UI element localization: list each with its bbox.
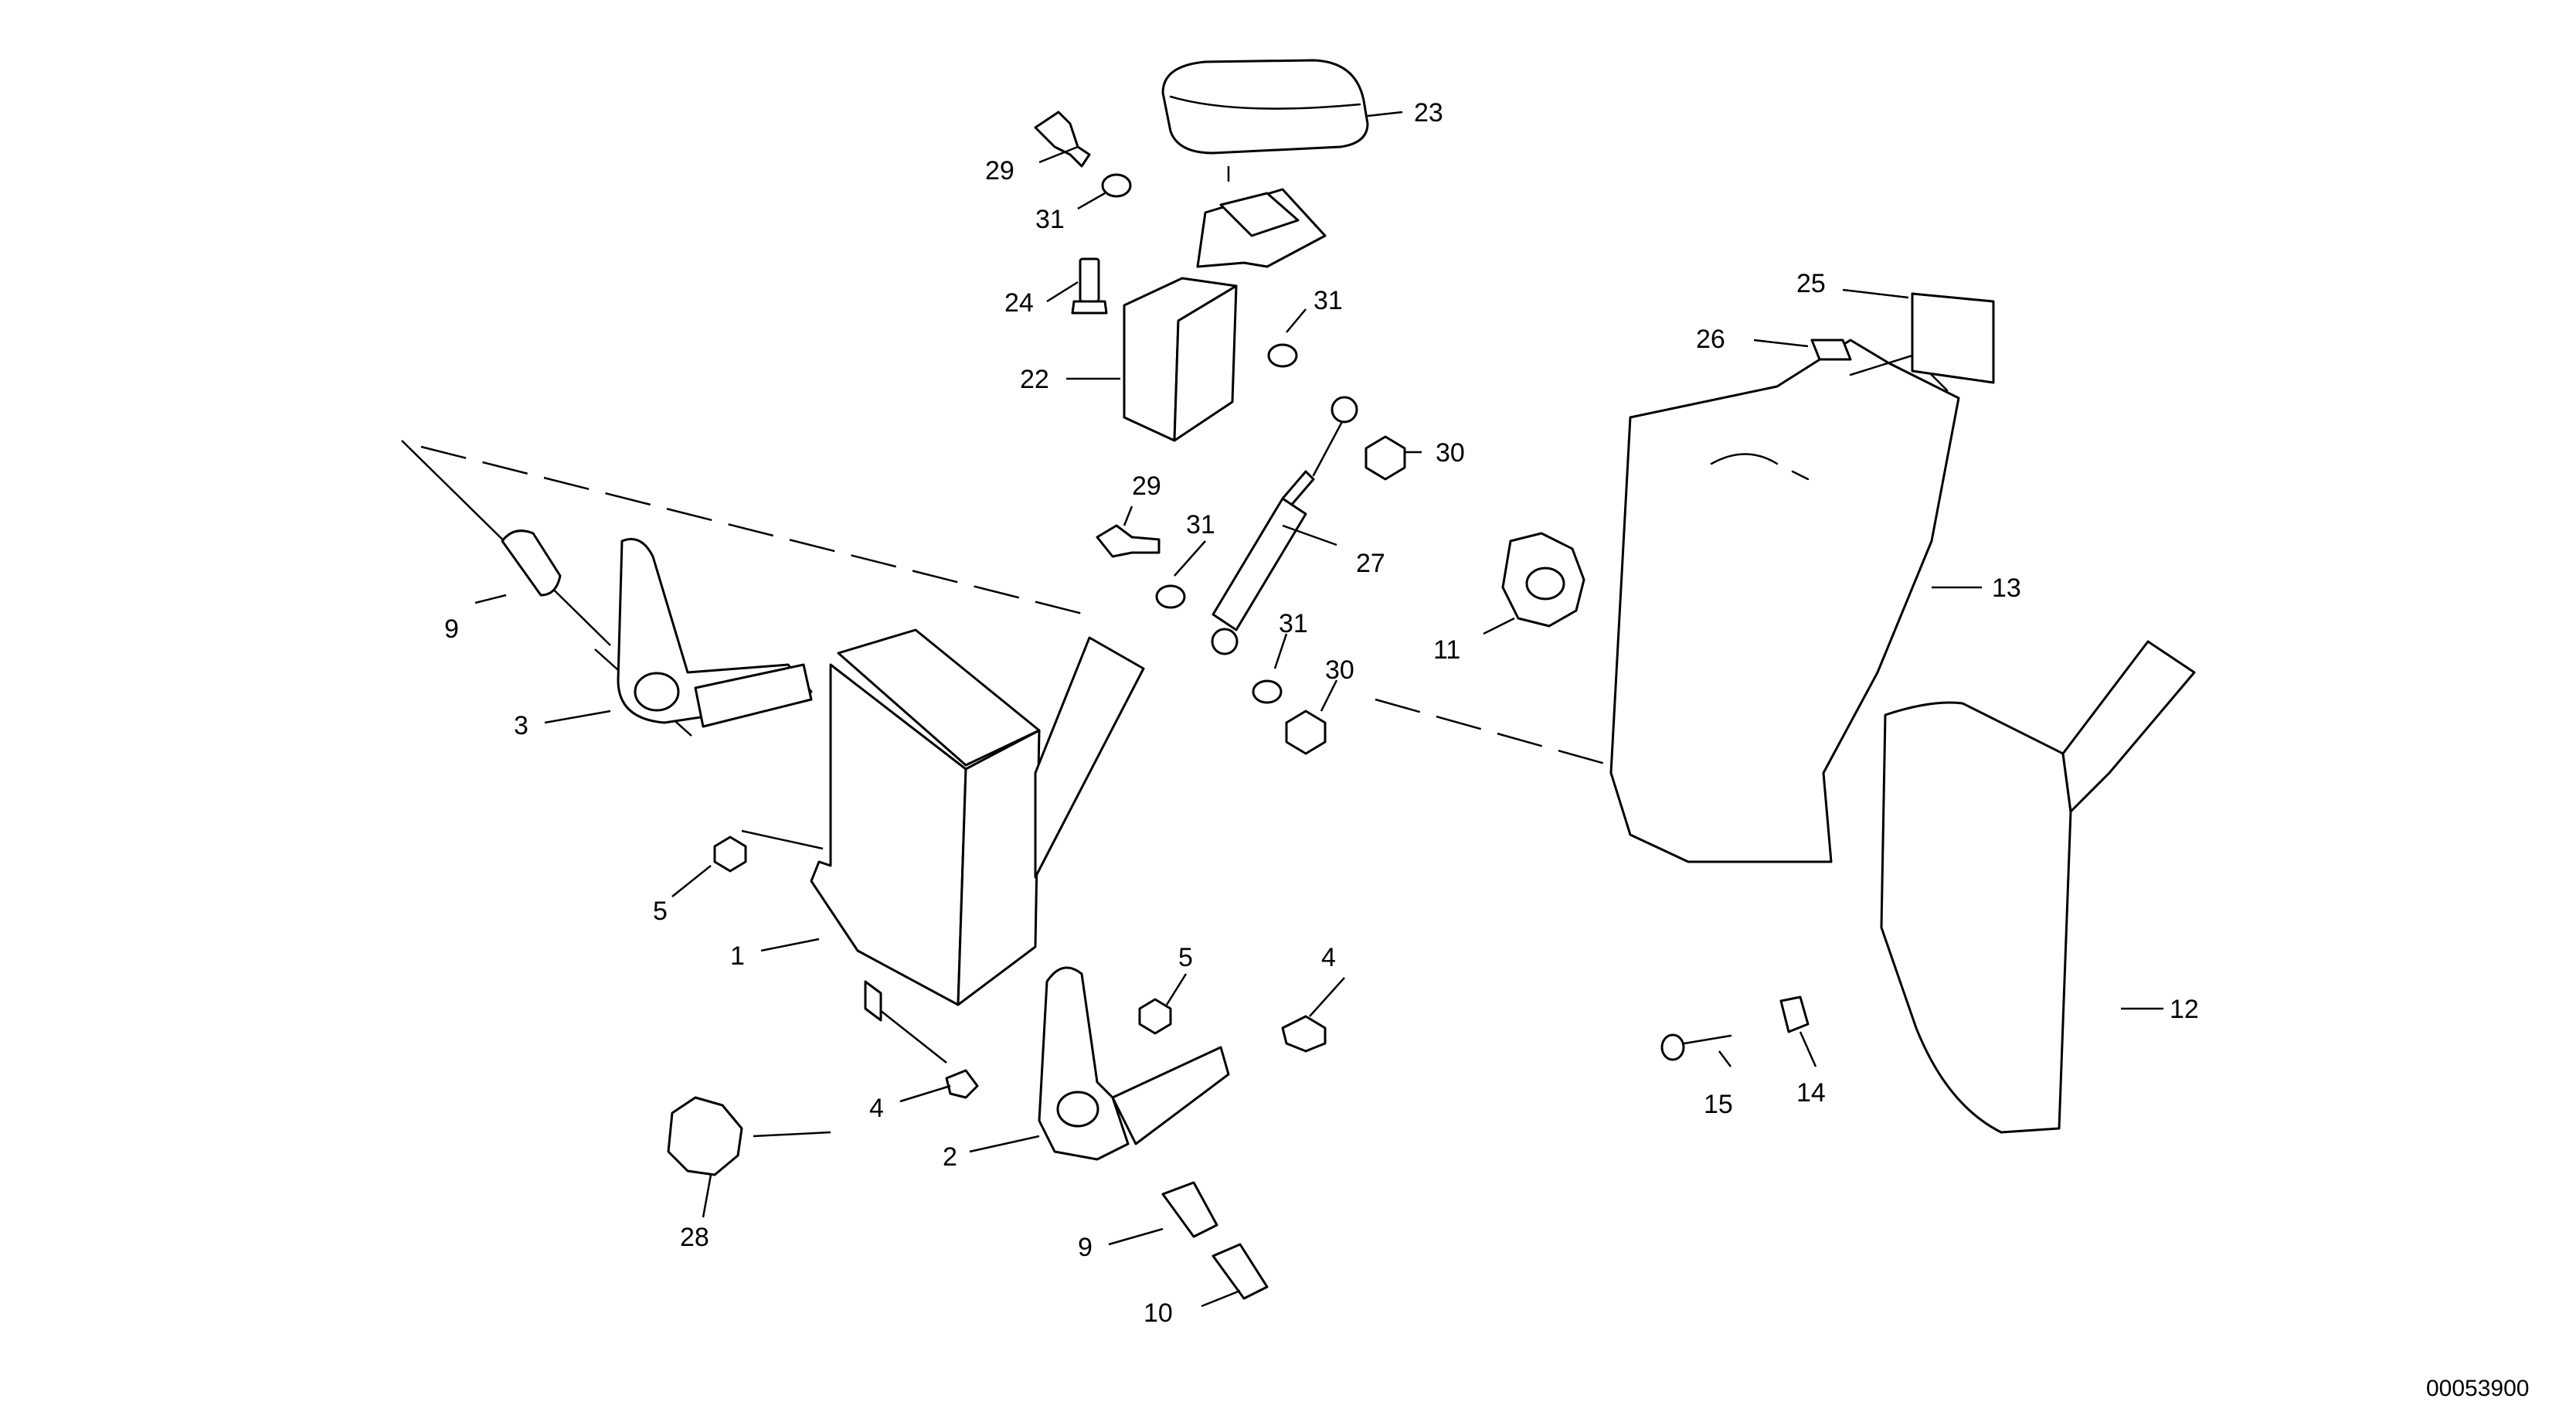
- callout-9-top: 9: [444, 614, 459, 644]
- callout-labels: 23 29 31 24 22 31 30 29 31 27 31 30 9 3 …: [444, 98, 2199, 1328]
- part-23-armrest-pad: [1161, 59, 1369, 155]
- part-26-plate: [1810, 339, 1852, 361]
- callout-4-right: 4: [1321, 943, 1336, 972]
- callout-31-c: 31: [1186, 510, 1215, 539]
- callout-14: 14: [1796, 1078, 1826, 1108]
- part-5-nut-left: [713, 836, 747, 873]
- callout-30-b: 30: [1325, 655, 1354, 685]
- part-3-bracket: [617, 538, 813, 728]
- part-25-cap: [1911, 292, 1995, 384]
- callout-24: 24: [1004, 288, 1034, 318]
- callout-31-b: 31: [1313, 286, 1343, 315]
- part-4-bolts: [945, 1015, 1327, 1099]
- part-27-gas-strut: [1211, 396, 1358, 655]
- callout-13: 13: [1992, 573, 2021, 603]
- part-2-bracket: [1038, 966, 1230, 1161]
- callout-12: 12: [2170, 995, 2199, 1024]
- part-11-knob: [1501, 532, 1585, 628]
- part-22-support-tube: [1123, 166, 1327, 442]
- part-31-spacers: [1101, 173, 1298, 704]
- callout-28: 28: [680, 1223, 709, 1252]
- part-29-bolt-middle: [1096, 524, 1161, 558]
- callout-9-bottom: 9: [1078, 1233, 1093, 1262]
- callout-2: 2: [943, 1142, 957, 1172]
- callout-1: 1: [730, 941, 745, 971]
- part-10-pin: [1212, 1243, 1269, 1300]
- callout-26: 26: [1696, 325, 1725, 354]
- callout-5-left: 5: [653, 897, 668, 926]
- part-15-screw: [1660, 1033, 1732, 1061]
- callout-29-middle: 29: [1132, 471, 1161, 501]
- part-9-bushing-left: [501, 529, 562, 597]
- part-29-bolt-top: [1034, 111, 1091, 168]
- part-9-bushing-bottom: [1161, 1181, 1218, 1238]
- callout-4-left: 4: [869, 1094, 884, 1123]
- part-12-front-cover: [1880, 640, 2196, 1134]
- callout-5-bottom: 5: [1178, 943, 1193, 972]
- callout-29-top: 29: [985, 156, 1014, 185]
- part-1-main-frame: [810, 628, 1145, 1022]
- callout-30-a: 30: [1436, 438, 1465, 468]
- part-5-nut-bottom: [1138, 998, 1172, 1035]
- callout-31-a: 31: [1035, 205, 1065, 234]
- callout-22: 22: [1020, 365, 1049, 394]
- callout-15: 15: [1704, 1090, 1733, 1119]
- callout-10: 10: [1144, 1298, 1173, 1328]
- callout-23: 23: [1414, 98, 1443, 128]
- callout-11: 11: [1433, 635, 1460, 665]
- part-28-knob: [667, 1096, 743, 1176]
- part-24-bolt: [1071, 257, 1108, 315]
- callout-3: 3: [514, 711, 528, 740]
- part-30-nuts: [1285, 435, 1406, 755]
- drawing-reference-number: 00053900: [2426, 1376, 2529, 1401]
- callout-31-d: 31: [1279, 609, 1308, 638]
- callout-25: 25: [1796, 269, 1826, 298]
- callout-leaders: [474, 111, 2163, 1308]
- callout-27: 27: [1356, 549, 1385, 578]
- part-14-clip-nut: [1779, 995, 1810, 1033]
